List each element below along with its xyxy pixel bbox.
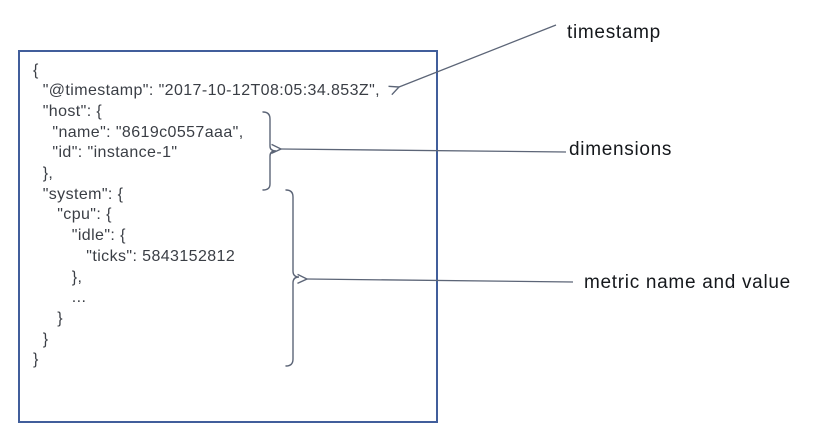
timestamp-label: timestamp [567, 22, 661, 43]
metric-document-json: { "@timestamp": "2017-10-12T08:05:34.853… [33, 61, 380, 369]
dimensions-label: dimensions [569, 139, 673, 160]
metric-name-and-value-label: metric name and value [584, 272, 791, 293]
metric-document-box: { "@timestamp": "2017-10-12T08:05:34.853… [18, 50, 438, 423]
